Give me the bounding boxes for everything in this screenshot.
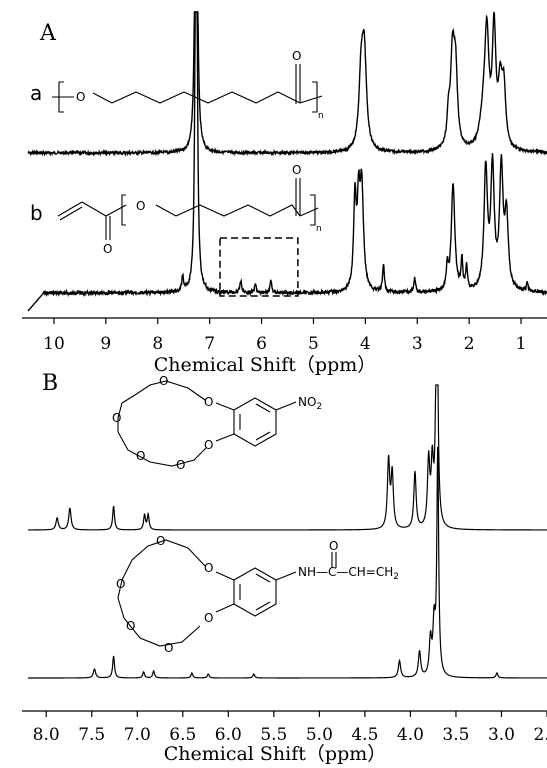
tick-label: 4.5 xyxy=(351,725,378,745)
crown2-oxygen-6: O xyxy=(164,641,173,655)
pcl-carbonyl-oxygen: O xyxy=(292,49,301,63)
structure-acryloyl-pcl xyxy=(57,178,319,240)
structure-nitrobenzo-crown xyxy=(117,380,297,467)
panel-a-label: A xyxy=(39,21,57,46)
tick-label: 5.5 xyxy=(260,725,287,745)
crown2-oxygen-2: O xyxy=(204,611,213,625)
tick-label: 3.0 xyxy=(488,725,515,745)
spectrum-trace-b xyxy=(27,11,547,312)
acrylamide-chain-label: NH—C—CH=CH2 xyxy=(298,565,399,582)
tick-label: 9 xyxy=(100,334,111,354)
tick-label: 5 xyxy=(308,334,319,354)
acryl-ether-oxygen: O xyxy=(136,199,145,213)
highlight-box xyxy=(219,237,299,297)
trace-a-label: a xyxy=(30,81,42,105)
tick-label: 2 xyxy=(464,334,475,354)
tick-label: 3.5 xyxy=(442,725,469,745)
tick-label: 6.5 xyxy=(169,725,196,745)
axis-a-title: Chemical Shift（ppm） xyxy=(154,354,377,376)
axis-a-ticks: 10 9 8 7 6 5 4 3 2 1 xyxy=(43,318,526,354)
crown1-oxygen-1: O xyxy=(204,395,213,409)
tick-label: 4.0 xyxy=(397,725,424,745)
nitro-group-label: NO2 xyxy=(298,395,322,412)
pcl-ether-oxygen: O xyxy=(76,90,85,104)
crown1-oxygen-6: O xyxy=(176,458,185,472)
structure-pcl xyxy=(52,64,323,113)
panel-b-label: B xyxy=(42,371,58,396)
tick-label: 6 xyxy=(256,334,267,354)
amide-oxygen: O xyxy=(329,539,338,553)
crown2-oxygen-1: O xyxy=(204,561,213,575)
tick-label: 7.5 xyxy=(78,725,105,745)
pcl-repeat-n: n xyxy=(318,111,324,121)
tick-label: 5.0 xyxy=(306,725,333,745)
tick-label: 1 xyxy=(516,334,527,354)
crown2-oxygen-3: O xyxy=(156,534,165,548)
tick-label: 7 xyxy=(204,334,215,354)
axis-b-title: Chemical Shift（ppm） xyxy=(164,743,387,764)
crown1-oxygen-3: O xyxy=(159,374,168,388)
spectrum-trace-a xyxy=(27,11,547,157)
crown1-oxygen-2: O xyxy=(204,438,213,452)
crown2-oxygen-4: O xyxy=(116,577,125,591)
acryl-carbonyl-oxygen: O xyxy=(103,242,112,256)
tick-label: 8.0 xyxy=(33,725,60,745)
tick-label: 4 xyxy=(360,334,371,354)
crown1-oxygen-4: O xyxy=(112,411,121,425)
pcl-end-carbonyl-oxygen: O xyxy=(292,163,301,177)
tick-label: 7.0 xyxy=(124,725,151,745)
crown2-oxygen-5: O xyxy=(126,619,135,633)
tick-label: 10 xyxy=(43,334,65,354)
tick-label: 2.5 xyxy=(533,725,547,745)
structure-acrylamido-crown xyxy=(117,539,337,647)
crown1-oxygen-5: O xyxy=(136,449,145,463)
acryl-repeat-n: n xyxy=(316,224,322,234)
spectrum-nitrobenzo-crown xyxy=(28,384,547,531)
trace-b-label: b xyxy=(30,201,43,225)
tick-label: 3 xyxy=(412,334,423,354)
tick-label: 8 xyxy=(152,334,163,354)
tick-label: 6.0 xyxy=(215,725,242,745)
axis-b-ticks: 8.0 7.5 7.0 6.5 6.0 5.5 5.0 4.5 4.0 3.5 3.0 2.5 xyxy=(33,711,547,745)
spectrum-acrylamido-crown xyxy=(28,446,547,679)
